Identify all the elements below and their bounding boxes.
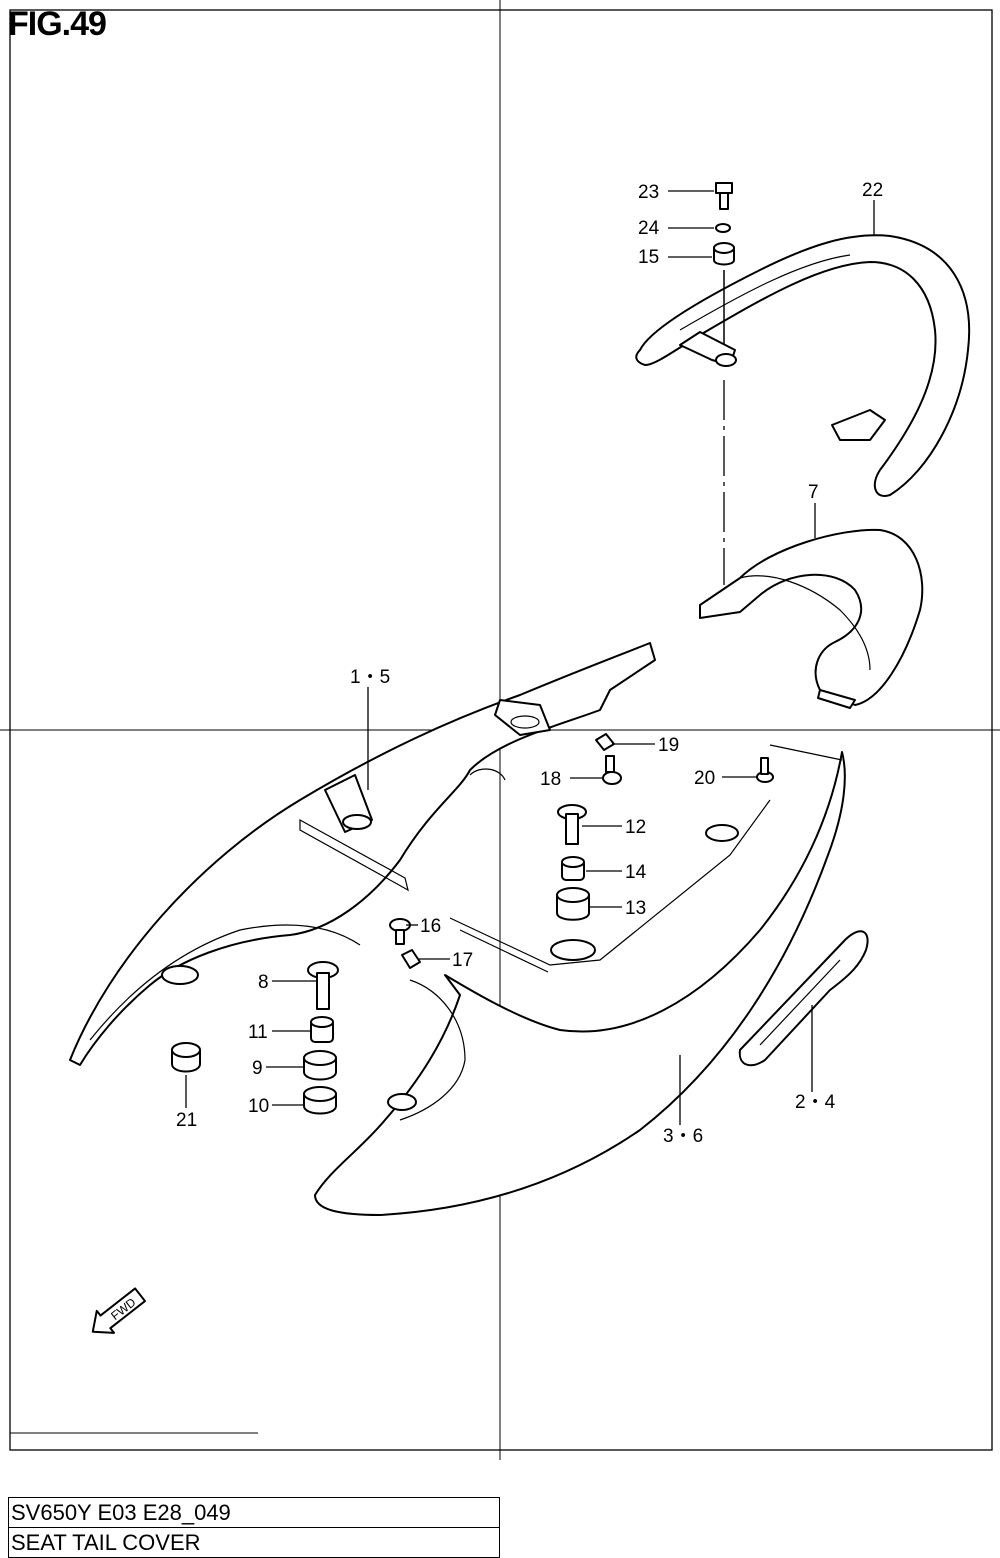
tail-cover-upper-part — [69, 642, 656, 1066]
callout-13: 13 — [625, 898, 646, 919]
callout-19: 19 — [658, 735, 679, 756]
callout-2-4: 2・4 — [795, 1092, 836, 1113]
callout-24: 24 — [638, 218, 660, 239]
callout-labels: 23 24 15 22 7 1・5 19 18 20 12 14 13 16 1… — [176, 180, 883, 1147]
callout-18: 18 — [540, 769, 561, 790]
callout-7: 7 — [808, 482, 819, 503]
callout-10: 10 — [248, 1096, 269, 1117]
callout-23: 23 — [638, 182, 659, 203]
callout-12: 12 — [625, 817, 646, 838]
callout-22: 22 — [862, 180, 883, 201]
emblem-part — [738, 930, 869, 1067]
rear-cowl-part — [699, 528, 924, 709]
rail-fasteners — [713, 182, 735, 585]
small-fasteners — [171, 733, 774, 1115]
callout-9: 9 — [252, 1058, 263, 1079]
callout-11: 11 — [248, 1022, 268, 1043]
callout-20: 20 — [694, 768, 715, 789]
model-code: SV650Y E03 E28_049 — [8, 1497, 500, 1528]
tail-cover-lower-part — [314, 744, 846, 1216]
callout-15: 15 — [638, 247, 659, 268]
figure-title: FIG.49 — [8, 5, 107, 43]
callout-3-6: 3・6 — [663, 1126, 703, 1147]
fwd-arrow-icon: FWD — [91, 1287, 146, 1334]
grab-rail-part — [635, 234, 971, 497]
callout-8: 8 — [258, 972, 269, 993]
callout-21: 21 — [176, 1110, 197, 1131]
diagram-description: SEAT TAIL COVER — [8, 1527, 500, 1558]
callout-14: 14 — [625, 862, 647, 883]
title-block: SV650Y E03 E28_049 SEAT TAIL COVER — [8, 1497, 500, 1558]
callout-17: 17 — [452, 950, 473, 971]
callout-16: 16 — [420, 916, 441, 937]
leader-lines — [185, 190, 875, 1125]
callout-1-5: 1・5 — [350, 667, 390, 688]
